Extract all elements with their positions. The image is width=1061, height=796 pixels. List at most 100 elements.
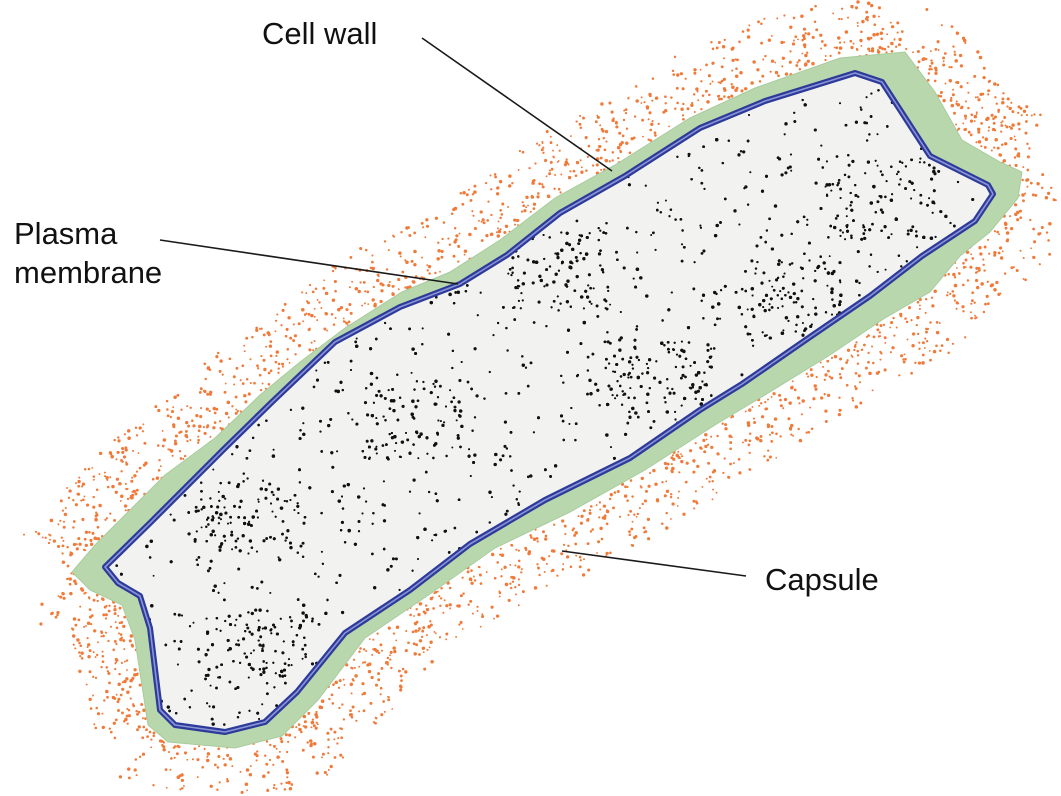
- capsule-dot: [1030, 247, 1032, 249]
- capsule-dot: [573, 170, 576, 173]
- ribosome-dot: [264, 217, 267, 220]
- capsule-dot: [855, 6, 858, 9]
- capsule-dot: [552, 150, 554, 152]
- ribosome-dot: [984, 587, 986, 589]
- capsule-dot: [275, 320, 277, 322]
- capsule-dot: [122, 625, 125, 628]
- ribosome-dot: [625, 130, 627, 132]
- capsule-dot: [518, 584, 520, 586]
- capsule-dot: [514, 586, 516, 588]
- capsule-dot: [856, 0, 859, 3]
- capsule-dot: [68, 497, 70, 499]
- capsule-dot: [113, 439, 115, 441]
- ribosome-dot: [351, 212, 353, 214]
- capsule-dot: [382, 700, 385, 703]
- ribosome-dot: [459, 99, 461, 101]
- ribosome-dot: [321, 73, 324, 76]
- capsule-dot: [576, 161, 579, 164]
- ribosome-dot: [932, 74, 935, 77]
- capsule-dot: [750, 81, 754, 85]
- ribosome-dot: [146, 237, 148, 239]
- ribosome-dot: [894, 428, 896, 430]
- ribosome-dot: [986, 523, 988, 525]
- ribosome-dot: [966, 307, 968, 309]
- capsule-dot: [813, 384, 816, 387]
- ribosome-dot: [157, 139, 160, 142]
- ribosome-dot: [205, 80, 208, 83]
- ribosome-dot: [186, 174, 189, 177]
- ribosome-dot: [520, 118, 523, 121]
- capsule-dot: [970, 317, 973, 320]
- capsule-dot: [849, 40, 852, 43]
- capsule-dot: [859, 381, 861, 383]
- capsule-dot: [997, 293, 1000, 296]
- capsule-dot: [907, 338, 909, 340]
- ribosome-dot: [881, 533, 883, 535]
- ribosome-dot: [964, 379, 966, 381]
- capsule-dot: [74, 624, 77, 627]
- ribosome-dot: [181, 172, 184, 175]
- capsule-dot: [963, 128, 966, 131]
- capsule-dot: [361, 305, 363, 307]
- capsule-dot: [268, 383, 271, 386]
- ribosome-dot: [323, 335, 325, 337]
- capsule-dot: [481, 615, 484, 618]
- capsule-dot: [81, 652, 84, 655]
- capsule-dot: [565, 161, 568, 164]
- ribosome-dot: [764, 430, 767, 433]
- capsule-dot: [417, 613, 420, 616]
- ribosome-dot: [766, 516, 768, 518]
- ribosome-dot: [830, 717, 833, 720]
- capsule-dot: [160, 740, 163, 743]
- ribosome-dot: [363, 642, 366, 645]
- capsule-dot: [517, 565, 520, 568]
- capsule-dot: [739, 71, 743, 75]
- capsule-dot: [716, 46, 719, 49]
- ribosome-dot: [226, 291, 229, 294]
- capsule-dot: [435, 217, 438, 220]
- capsule-dot: [585, 136, 588, 139]
- capsule-dot: [931, 68, 933, 70]
- capsule-dot: [393, 236, 395, 238]
- capsule-dot: [890, 22, 892, 24]
- ribosome-dot: [486, 701, 488, 703]
- capsule-dot: [472, 193, 474, 195]
- capsule-dot: [199, 415, 202, 418]
- capsule-dot: [982, 76, 985, 79]
- capsule-dot: [1047, 239, 1050, 242]
- capsule-dot: [530, 536, 533, 539]
- ribosome-dot: [170, 343, 172, 345]
- capsule-dot: [929, 65, 932, 68]
- capsule-dot: [354, 674, 358, 678]
- ribosome-dot: [616, 659, 619, 662]
- ribosome-dot: [274, 281, 277, 284]
- ribosome-dot: [144, 195, 147, 198]
- capsule-dot: [856, 49, 858, 51]
- capsule-dot: [508, 174, 511, 177]
- ribosome-dot: [668, 77, 670, 79]
- capsule-dot: [333, 323, 336, 326]
- ribosome-dot: [986, 480, 989, 483]
- ribosome-dot: [918, 522, 920, 524]
- ribosome-dot: [648, 85, 650, 87]
- capsule-dot: [421, 222, 424, 225]
- capsule-dot: [807, 376, 809, 378]
- capsule-dot: [753, 421, 756, 424]
- capsule-dot: [325, 312, 327, 314]
- capsule-dot: [413, 652, 416, 655]
- capsule-dot: [85, 625, 87, 627]
- ribosome-dot: [948, 539, 951, 542]
- ribosome-dot: [893, 520, 896, 523]
- capsule-dot: [763, 455, 765, 457]
- ribosome-dot: [444, 171, 447, 174]
- capsule-dot: [136, 728, 139, 731]
- capsule-dot: [548, 172, 551, 175]
- capsule-dot: [59, 520, 61, 522]
- capsule-dot: [262, 383, 264, 385]
- capsule-dot: [980, 282, 984, 286]
- capsule-dot: [774, 417, 777, 420]
- capsule-dot: [405, 649, 408, 652]
- capsule-dot: [100, 635, 102, 637]
- capsule-dot: [117, 436, 119, 438]
- ribosome-dot: [894, 350, 896, 352]
